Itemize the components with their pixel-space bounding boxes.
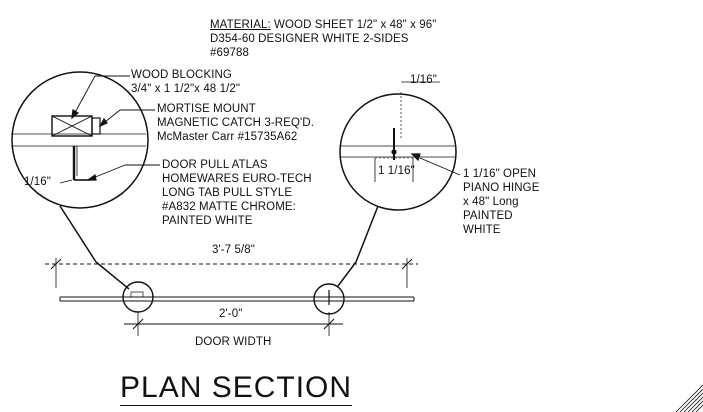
hinge-label-4: PAINTED (463, 210, 513, 222)
hatch-mark (675, 384, 703, 412)
hinge-label-3: x 48" Long (463, 196, 519, 208)
magnetic-catch (91, 117, 101, 135)
hinge-label-5: WHITE (463, 224, 501, 236)
hinge-label-2: PIANO HINGE (463, 182, 540, 194)
door-width-label: DOOR WIDTH (195, 336, 272, 348)
wood-blocking-label: WOOD BLOCKING (131, 69, 232, 81)
material-note-line3: #69788 (210, 47, 249, 59)
hinge-open-dimension: 1 1/16" (378, 165, 415, 177)
door-width-dimension (124, 312, 343, 336)
overall-dimension-line (45, 258, 418, 288)
door-dimension-label: 2'-0" (219, 308, 243, 320)
right-gap-dimension: 1/16" (410, 74, 437, 86)
door-pull-label-3: LONG TAB PULL STYLE (162, 187, 293, 199)
left-detail-circle (11, 71, 160, 290)
hinge-label-1: 1 1/16" OPEN (463, 168, 537, 180)
material-heading: MATERIAL: (210, 19, 271, 31)
door-pull-label-5: PAINTED WHITE (162, 215, 253, 227)
material-spec: WOOD SHEET 1/2" x 48" x 96" (270, 19, 437, 31)
mortise-label-1: MORTISE MOUNT (157, 103, 256, 115)
mortise-label-3: McMaster Carr #15735A62 (157, 131, 298, 143)
door-pull-label-1: DOOR PULL ATLAS (162, 159, 268, 171)
wood-blocking-size: 3/4" x 1 1/2"x 48 1/2" (131, 83, 241, 95)
drawing-title: PLAN SECTION (120, 371, 353, 406)
right-detail-circle (337, 81, 461, 287)
mortise-label-2: MAGNETIC CATCH 3-REQ'D. (157, 117, 314, 129)
door-pull-label-2: HOMEWARES EURO-TECH (162, 173, 312, 185)
door-pull-label-4: #A832 MATTE CHROME: (162, 201, 296, 213)
overall-dimension-label: 3'-7 5/8" (212, 244, 255, 256)
left-gap-dimension: 1/16" (24, 176, 51, 188)
material-note-line2: D354-60 DESIGNER WHITE 2-SIDES (210, 33, 409, 45)
material-note-line1: MATERIAL: WOOD SHEET 1/2" x 48" x 96" (210, 19, 436, 33)
